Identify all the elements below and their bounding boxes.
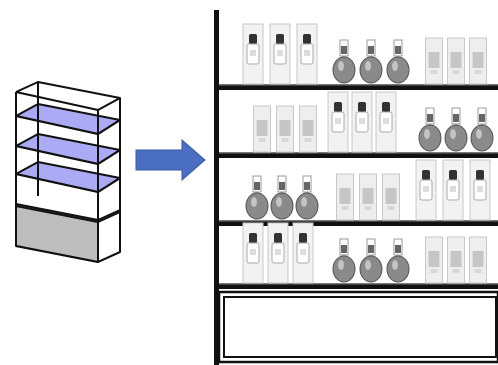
perfume-bottle-icon bbox=[386, 39, 410, 84]
perfume-box-icon bbox=[296, 23, 318, 85]
carton-icon bbox=[469, 37, 487, 85]
shelf-bottom-drawer-outer bbox=[217, 290, 498, 364]
perfume-bottle-icon bbox=[470, 107, 494, 152]
carton-icon bbox=[425, 37, 443, 85]
perfume-box-icon bbox=[351, 91, 373, 153]
shelf-board-2-top bbox=[219, 152, 498, 154]
perfume-bottle-icon bbox=[418, 107, 442, 152]
carton-icon bbox=[447, 236, 465, 284]
perfume-box-icon bbox=[267, 222, 289, 284]
arrow-shape bbox=[135, 138, 206, 182]
perfume-bottle-icon bbox=[295, 175, 319, 220]
perfume-bottle-icon bbox=[245, 175, 269, 220]
shelf-board-3 bbox=[219, 220, 498, 226]
cabinet-shelf-edge-2 bbox=[15, 145, 121, 165]
carton-icon bbox=[276, 105, 294, 153]
shelf-board-1 bbox=[219, 84, 498, 90]
cabinet-top-edge bbox=[15, 81, 121, 111]
right-arrow-icon bbox=[135, 138, 206, 182]
carton-icon bbox=[425, 236, 443, 284]
shelf-board-2 bbox=[219, 152, 498, 158]
perfume-bottle-icon bbox=[332, 238, 356, 283]
perfume-bottle-icon bbox=[359, 39, 383, 84]
carton-icon bbox=[336, 173, 354, 221]
display-cabinet-icon bbox=[15, 81, 121, 263]
shelf-unit bbox=[214, 10, 498, 365]
carton-icon bbox=[253, 105, 271, 153]
cabinet-mid-rail bbox=[15, 203, 121, 221]
perfume-box-icon bbox=[292, 222, 314, 284]
perfume-bottle-icon bbox=[444, 107, 468, 152]
shelf-board-1-top bbox=[219, 84, 498, 86]
shelf-board-4 bbox=[219, 283, 498, 289]
perfume-bottle-icon bbox=[270, 175, 294, 220]
shelf-unit-left-post bbox=[214, 10, 219, 365]
shelf-board-4-top bbox=[219, 283, 498, 285]
perfume-box-icon bbox=[442, 159, 464, 221]
carton-icon bbox=[469, 236, 487, 284]
carton-icon bbox=[299, 105, 317, 153]
product-layer bbox=[242, 23, 494, 284]
perfume-box-icon bbox=[375, 91, 397, 153]
carton-icon bbox=[447, 37, 465, 85]
cabinet-shelf-edge-1 bbox=[15, 115, 121, 135]
perfume-bottle-icon bbox=[332, 39, 356, 84]
carton-icon bbox=[359, 173, 377, 221]
cabinet-shelf-edge-3 bbox=[15, 173, 121, 193]
perfume-box-icon bbox=[242, 222, 264, 284]
perfume-box-icon bbox=[327, 91, 349, 153]
perfume-box-icon bbox=[415, 159, 437, 221]
perfume-bottle-icon bbox=[359, 238, 383, 283]
shelf-board-3-top bbox=[219, 220, 498, 222]
cabinet-bottom-edge bbox=[15, 245, 121, 263]
perfume-bottle-icon bbox=[386, 238, 410, 283]
carton-icon bbox=[382, 173, 400, 221]
perfume-box-icon bbox=[469, 159, 491, 221]
perfume-box-icon bbox=[269, 23, 291, 85]
perfume-box-icon bbox=[242, 23, 264, 85]
shelf-bottom-drawer-inner bbox=[223, 296, 497, 358]
